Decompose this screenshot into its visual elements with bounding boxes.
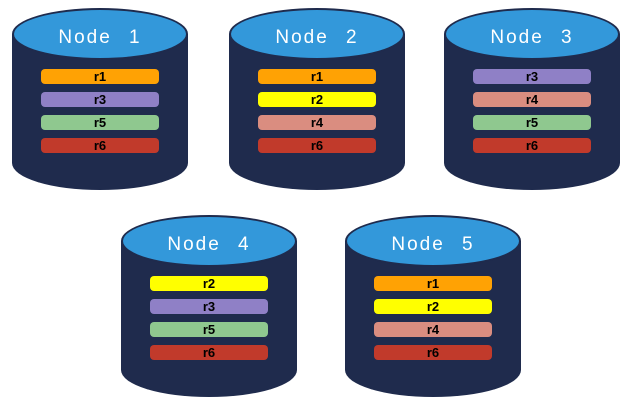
replica-label: r2 bbox=[310, 92, 324, 107]
replica-bar-r4: r4 bbox=[374, 322, 492, 337]
cylinder-body bbox=[121, 241, 297, 397]
node-cylinder-3: Node 3 r3 r4 r5 r6 bbox=[444, 8, 620, 190]
replica-label: r6 bbox=[525, 138, 539, 153]
replica-bar-r6: r6 bbox=[150, 345, 268, 360]
replica-label: r2 bbox=[202, 276, 216, 291]
cylinder-body bbox=[444, 34, 620, 190]
cylinder-top-ellipse: Node 3 bbox=[444, 8, 620, 60]
replica-bars: r1 r3 r5 r6 bbox=[41, 69, 159, 153]
replica-bar-r2: r2 bbox=[374, 299, 492, 314]
replica-bar-r3: r3 bbox=[473, 69, 591, 84]
node-title: Node 5 bbox=[391, 233, 475, 255]
node-cylinder-5: Node 5 r1 r2 r4 r6 bbox=[345, 215, 521, 397]
replica-bar-r1: r1 bbox=[258, 69, 376, 84]
replica-bar-r3: r3 bbox=[41, 92, 159, 107]
replica-label: r6 bbox=[93, 138, 107, 153]
replica-bar-r2: r2 bbox=[150, 276, 268, 291]
replica-label: r5 bbox=[202, 322, 216, 337]
node-title: Node 2 bbox=[275, 26, 359, 48]
replica-label: r1 bbox=[426, 276, 440, 291]
replica-bar-r6: r6 bbox=[41, 138, 159, 153]
replica-bar-r3: r3 bbox=[150, 299, 268, 314]
cylinder-body bbox=[229, 34, 405, 190]
replica-label: r4 bbox=[525, 92, 539, 107]
cylinder-top-ellipse: Node 5 bbox=[345, 215, 521, 267]
replica-bar-r6: r6 bbox=[374, 345, 492, 360]
node-cylinder-1: Node 1 r1 r3 r5 r6 bbox=[12, 8, 188, 190]
replica-bar-r1: r1 bbox=[41, 69, 159, 84]
replica-bar-r6: r6 bbox=[258, 138, 376, 153]
replica-bars: r1 r2 r4 r6 bbox=[374, 276, 492, 360]
node-cylinder-4: Node 4 r2 r3 r5 r6 bbox=[121, 215, 297, 397]
replica-label: r6 bbox=[426, 345, 440, 360]
node-title: Node 1 bbox=[58, 26, 142, 48]
replica-bar-r5: r5 bbox=[41, 115, 159, 130]
cylinder-top-ellipse: Node 1 bbox=[12, 8, 188, 60]
cylinder-body bbox=[345, 241, 521, 397]
node-title: Node 4 bbox=[167, 233, 251, 255]
replica-bar-r6: r6 bbox=[473, 138, 591, 153]
replica-label: r1 bbox=[310, 69, 324, 84]
replica-bars: r3 r4 r5 r6 bbox=[473, 69, 591, 153]
replica-label: r5 bbox=[93, 115, 107, 130]
replica-bar-r2: r2 bbox=[258, 92, 376, 107]
replica-label: r6 bbox=[202, 345, 216, 360]
replica-label: r4 bbox=[426, 322, 440, 337]
replica-bar-r4: r4 bbox=[473, 92, 591, 107]
replica-label: r2 bbox=[426, 299, 440, 314]
cylinder-top-ellipse: Node 2 bbox=[229, 8, 405, 60]
replica-bar-r5: r5 bbox=[150, 322, 268, 337]
replica-label: r4 bbox=[310, 115, 324, 130]
replica-bars: r2 r3 r5 r6 bbox=[150, 276, 268, 360]
replica-label: r6 bbox=[310, 138, 324, 153]
replica-bar-r5: r5 bbox=[473, 115, 591, 130]
replica-label: r3 bbox=[93, 92, 107, 107]
replica-label: r3 bbox=[202, 299, 216, 314]
replica-label: r1 bbox=[93, 69, 107, 84]
node-cylinder-2: Node 2 r1 r2 r4 r6 bbox=[229, 8, 405, 190]
node-title: Node 3 bbox=[490, 26, 574, 48]
replica-label: r5 bbox=[525, 115, 539, 130]
replica-bar-r4: r4 bbox=[258, 115, 376, 130]
replica-label: r3 bbox=[525, 69, 539, 84]
replica-bars: r1 r2 r4 r6 bbox=[258, 69, 376, 153]
cylinder-body bbox=[12, 34, 188, 190]
cylinder-top-ellipse: Node 4 bbox=[121, 215, 297, 267]
replica-bar-r1: r1 bbox=[374, 276, 492, 291]
